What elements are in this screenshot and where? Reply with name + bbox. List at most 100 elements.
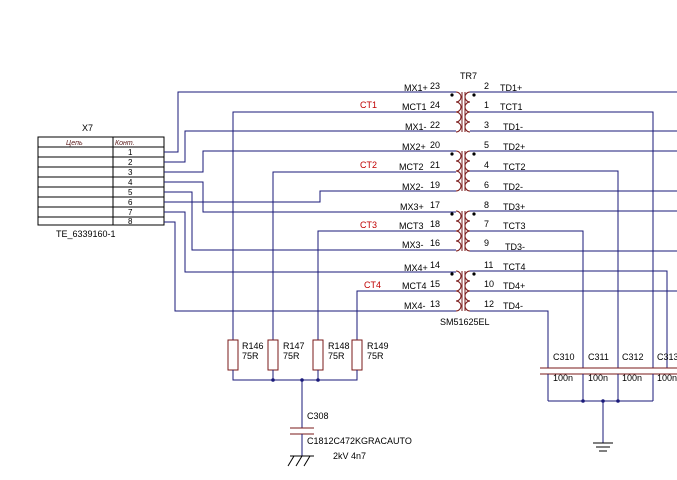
hv-cap-ref: C308: [307, 411, 329, 421]
tr-left-pin-name: MX4+: [404, 263, 428, 273]
transformer-ref: TR7: [460, 71, 477, 81]
connector-col-net: Цепь: [66, 140, 83, 147]
ct-label: CT4: [364, 280, 381, 290]
polarity-dot: [450, 272, 454, 276]
resistor-value: 75R: [367, 351, 384, 361]
resistor-ref: R147: [283, 341, 305, 351]
coil-primary: [455, 210, 462, 252]
tr-left-pin-name: MX2-: [402, 182, 424, 192]
tr-left-pin-num: 18: [430, 219, 440, 229]
polarity-dot: [472, 212, 476, 216]
tr-left-pin-num: 17: [430, 200, 440, 210]
tr-right-pin-num: 1: [484, 100, 489, 110]
resistor-r146: R146 75R: [227, 339, 264, 371]
cap-ref: C310: [553, 352, 575, 362]
resistor-r147: R147 75R: [267, 339, 305, 371]
connector-pin: 5: [128, 188, 133, 197]
tr-left-pin-num: 15: [430, 279, 440, 289]
ct-label: CT2: [360, 160, 377, 170]
tr-right-pin-name: TD3+: [503, 202, 525, 212]
tr-right-pin-num: 12: [484, 299, 494, 309]
polarity-dot: [472, 93, 476, 97]
right-wires: [470, 91, 677, 368]
ground-icon: [593, 442, 613, 452]
resistor-value: 75R: [328, 351, 345, 361]
polarity-dot: [450, 212, 454, 216]
coil-primary: [455, 270, 462, 312]
tr-right-pin-name: TCT4: [503, 262, 526, 272]
cap-ref: C312: [622, 352, 644, 362]
cap-value: 100n: [657, 373, 677, 383]
tr-right-pin-name: TCT2: [503, 162, 526, 172]
tr-right-pin-num: 4: [484, 160, 489, 170]
coil-secondary: [464, 210, 471, 252]
tr-right-pin-name: TD4+: [503, 281, 525, 291]
resistor-ref: R146: [242, 341, 264, 351]
cap-value: 100n: [588, 373, 608, 383]
connector-wires: [164, 91, 456, 312]
tr-right-pin-num: 8: [484, 200, 489, 210]
connector-col-pin: Конт.: [115, 140, 135, 147]
tr-right-pin-num: 11: [484, 260, 493, 270]
tr-right-pin-name: TD1+: [500, 83, 522, 93]
tr-right-pin-name: TD4-: [503, 301, 523, 311]
tr-left-pin-num: 13: [430, 299, 440, 309]
tr-right-pin-name: TD2-: [503, 182, 523, 192]
tr-right-pin-num: 7: [484, 219, 489, 229]
chassis-ground-icon: [287, 455, 314, 467]
resistor-bank: R146 75R R147 75R R148 75R R149 75R: [227, 339, 389, 382]
tr-left-pin-name: MX3+: [400, 202, 424, 212]
tr-left-pin-name: MX2+: [402, 142, 426, 152]
resistor-r149: R149 75R: [351, 339, 389, 371]
tr-left-pin-name: MX4-: [404, 301, 426, 311]
tr-right-pin-num: 3: [484, 120, 489, 130]
tr-right-pin-name: TCT1: [500, 102, 523, 112]
capacitor-c308: C308 C1812C472KGRACAUTO 2kV 4n7: [287, 380, 412, 467]
tr-left-pin-num: 20: [430, 140, 440, 150]
polarity-dot: [450, 93, 454, 97]
tr-left-pin-name: MX1+: [404, 83, 428, 93]
tr-right-pin-num: 2: [484, 81, 489, 91]
connector-pin: 1: [128, 148, 133, 157]
tr-right-pin-num: 5: [484, 140, 489, 150]
connector-pin: 4: [128, 178, 133, 187]
tr-right-pin-name: TD3-: [505, 242, 525, 252]
tr-right-pin-name: TD2+: [503, 142, 525, 152]
connector-pin: 6: [128, 198, 133, 207]
coil-primary: [455, 150, 462, 192]
cap-value: 100n: [553, 373, 573, 383]
cap-ref: C311: [588, 352, 609, 362]
cap-ref: C313: [657, 352, 677, 362]
tr-right-pin-name: TD1-: [503, 122, 523, 132]
resistor-ref: R148: [328, 341, 350, 351]
tr-right-pin-num: 9: [484, 238, 489, 248]
coil-secondary: [464, 150, 471, 192]
tr-left-pin-num: 19: [430, 180, 440, 190]
tr-left-pin-name: MX1-: [405, 122, 427, 132]
resistor-r148: R148 75R: [312, 339, 350, 371]
tr-left-pin-name: MCT2: [399, 162, 424, 172]
coil-secondary: [464, 270, 471, 312]
tr-left-pin-num: 23: [430, 81, 440, 91]
tr-left-pin-num: 14: [430, 260, 440, 270]
tr-right-pin-num: 6: [484, 180, 489, 190]
connector-part: TE_6339160-1: [56, 229, 116, 239]
tr-left-pin-num: 22: [430, 120, 440, 130]
tr-left-pin-name: MX3-: [402, 240, 424, 250]
resistor-value: 75R: [283, 351, 300, 361]
polarity-dot: [472, 152, 476, 156]
tr-left-pin-num: 24: [430, 100, 440, 110]
polarity-dot: [472, 272, 476, 276]
coil-secondary: [464, 91, 471, 133]
hv-cap-rating: 2kV 4n7: [333, 451, 366, 461]
transformer-part: SM51625EL: [440, 317, 490, 327]
tr-left-pin-num: 21: [430, 160, 440, 170]
cap-value: 100n: [622, 373, 642, 383]
ct-label: CT3: [360, 220, 377, 230]
connector-pin: 7: [128, 208, 133, 217]
capacitor-bank: C310 C311 C312 C313 100n 100n 100n 100n: [540, 352, 677, 452]
transformer-coils: [450, 91, 476, 312]
hv-cap-part: C1812C472KGRACAUTO: [307, 436, 412, 446]
centertap-wires: [232, 111, 456, 340]
